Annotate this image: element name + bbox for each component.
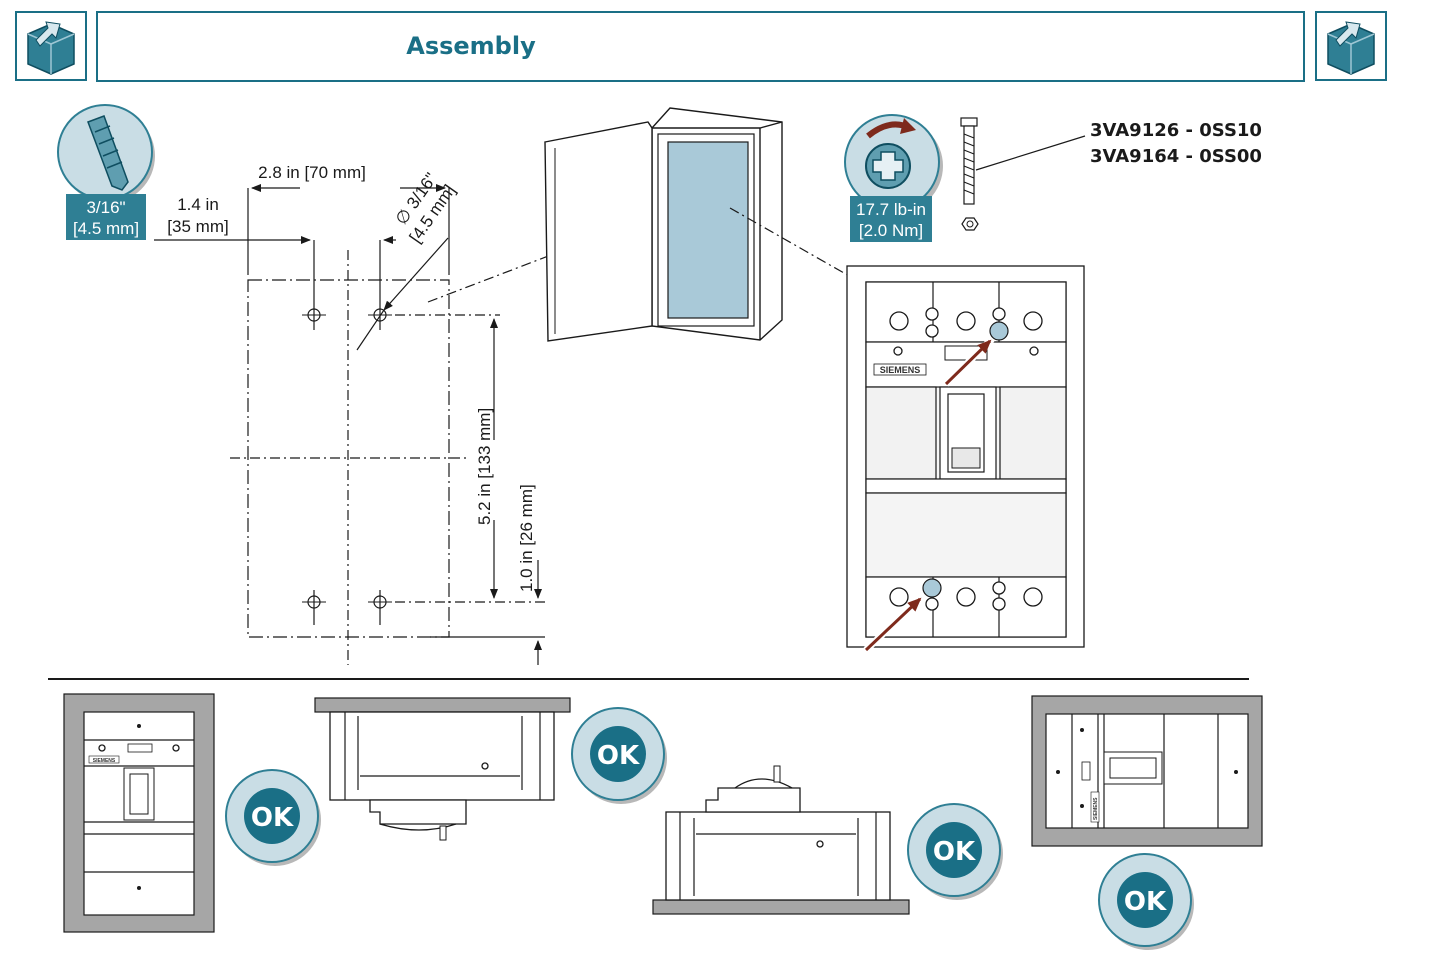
- ok-label: OK: [251, 803, 294, 833]
- width-spacing-label: 2.8 in [70 mm]: [258, 163, 366, 182]
- mounting-hole: [301, 302, 327, 328]
- breaker-brand-label: SIEMENS: [93, 758, 116, 764]
- orientation-vertical: SIEMENS: [63, 693, 215, 933]
- package-icon: [1315, 11, 1387, 81]
- ok-label: OK: [597, 741, 640, 771]
- torque-value-in: 17.7 lb-in: [856, 200, 926, 219]
- drilling-template: 2.8 in [70 mm] 1.4 in [35 mm] ∅ 3/16" [4…: [154, 163, 696, 665]
- part-number-1: 3VA9126 - 0SS10: [1090, 120, 1262, 141]
- drill-size-in: 3/16": [86, 198, 125, 217]
- mounting-hole: [367, 589, 393, 615]
- breaker-brand-label: SIEMENS: [1093, 797, 1099, 820]
- ok-badge: OK: [571, 707, 668, 805]
- breaker-brand-label: SIEMENS: [880, 365, 921, 375]
- mounting-screw: [960, 117, 1086, 231]
- vertical-spacing-label: 5.2 in [133 mm]: [475, 408, 494, 525]
- drill-size-mm: [4.5 mm]: [73, 219, 139, 238]
- orientation-floor: [652, 765, 910, 915]
- mounting-plate: [667, 141, 749, 319]
- half-spacing-in-label: 1.4 in: [177, 195, 219, 214]
- orientation-ceiling: [314, 697, 571, 841]
- header-bar: Assembly: [15, 11, 1387, 82]
- enclosure-cabinet: [544, 107, 866, 342]
- torque-value-nm: [2.0 Nm]: [859, 221, 923, 240]
- circuit-breaker-front: SIEMENS: [846, 265, 1085, 653]
- ok-badge: OK: [225, 769, 322, 867]
- orientation-rotated: SIEMENS: [1031, 695, 1263, 847]
- drill-bit-icon: [87, 115, 129, 191]
- torque-badge: 17.7 lb-in [2.0 Nm]: [844, 114, 943, 242]
- drill-badge: 3/16" [4.5 mm]: [57, 104, 155, 240]
- half-spacing-mm-label: [35 mm]: [167, 217, 228, 236]
- package-icon: [15, 11, 87, 81]
- title-box: [96, 11, 1305, 82]
- ok-badge: OK: [1098, 853, 1195, 951]
- mounting-hole: [301, 589, 327, 615]
- page-title: Assembly: [406, 32, 536, 60]
- part-number-2: 3VA9164 - 0SS00: [1090, 146, 1262, 167]
- bottom-offset-label: 1.0 in [26 mm]: [517, 484, 536, 592]
- ok-label: OK: [1124, 887, 1167, 917]
- ok-label: OK: [933, 837, 976, 867]
- ok-badge: OK: [907, 803, 1004, 901]
- screwdriver-torque-icon: [865, 118, 916, 189]
